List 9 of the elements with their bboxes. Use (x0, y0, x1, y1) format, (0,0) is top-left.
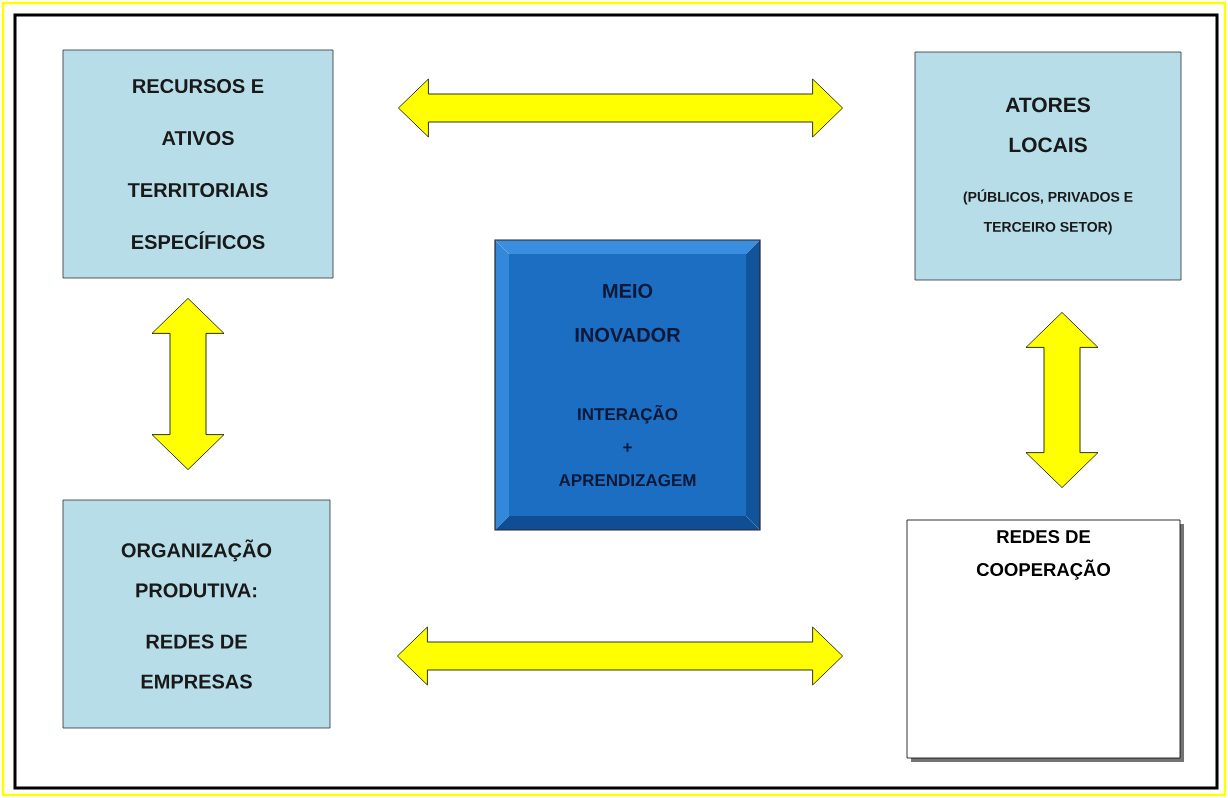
double-arrow (151, 298, 225, 470)
document-box: REDES DE COOPERAÇÃO (906, 519, 1184, 762)
concept-box: ATORES LOCAIS (PÚBLICOS, PRIVADOS E TERCEIRO SETOR) (914, 51, 1182, 281)
concept-box: ORGANIZAÇÃO PRODUTIVA: REDES DE EMPRESAS (62, 499, 331, 729)
double-arrow (1025, 312, 1099, 488)
double-arrow (397, 626, 843, 686)
double-arrow (398, 78, 843, 138)
center-box: MEIO INOVADOR INTERAÇÃO + APRENDIZAGEM (494, 239, 761, 531)
concept-box: RECURSOS E ATIVOS TERRITORIAIS ESPECÍFICOS (62, 49, 334, 279)
